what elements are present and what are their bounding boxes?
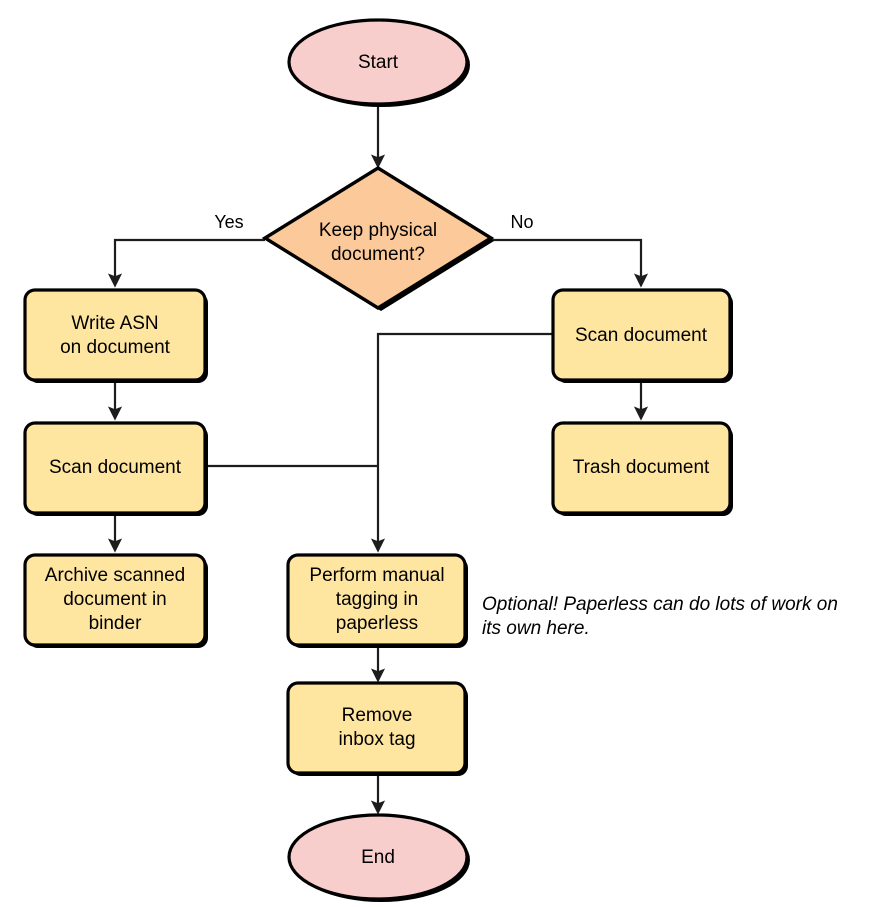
archive-label-line1: Archive scanned bbox=[45, 565, 185, 586]
scan-left-label: Scan document bbox=[49, 457, 182, 478]
annotation-line1: Optional! Paperless can do lots of work … bbox=[482, 594, 838, 615]
node-trash-document[interactable]: Trash document bbox=[551, 421, 733, 516]
scan-left-box bbox=[23, 421, 207, 515]
end-ellipse bbox=[287, 813, 469, 901]
start-label: Start bbox=[358, 52, 399, 73]
node-write-asn-on-document[interactable]: Write ASN on document bbox=[23, 288, 208, 383]
node-end[interactable]: End bbox=[287, 813, 470, 902]
remove-inbox-box bbox=[286, 681, 467, 775]
archive-label-line3: binder bbox=[89, 613, 142, 634]
node-scan-document-left[interactable]: Scan document bbox=[23, 421, 208, 516]
node-start[interactable]: Start bbox=[287, 18, 470, 107]
node-archive-scanned-document-in-binder[interactable]: Archive scanned document in binder bbox=[23, 553, 208, 648]
edge-decision-no-to-scan-right bbox=[491, 238, 649, 288]
tagging-box bbox=[286, 553, 467, 647]
write-asn-label-line2: on document bbox=[60, 337, 171, 358]
tagging-label-line1: Perform manual bbox=[309, 565, 444, 586]
archive-box bbox=[23, 553, 207, 647]
annotation-note: Optional! Paperless can do lots of work … bbox=[482, 594, 838, 639]
start-ellipse bbox=[287, 18, 469, 106]
edge-scan-right-to-tagging bbox=[370, 332, 553, 553]
remove-inbox-label-line2: inbox tag bbox=[338, 729, 415, 750]
trash-label: Trash document bbox=[573, 457, 710, 478]
annotation-line2: its own here. bbox=[482, 618, 590, 639]
end-label: End bbox=[361, 847, 395, 868]
decision-label-line1: Keep physical bbox=[319, 220, 437, 241]
node-perform-manual-tagging[interactable]: Perform manual tagging in paperless bbox=[286, 553, 468, 648]
write-asn-box bbox=[23, 288, 207, 382]
remove-inbox-label-line1: Remove bbox=[342, 705, 413, 726]
write-asn-label-line1: Write ASN bbox=[71, 313, 158, 334]
node-scan-document-right[interactable]: Scan document bbox=[551, 288, 733, 383]
trash-box bbox=[551, 421, 732, 515]
scan-right-box bbox=[551, 288, 732, 382]
tagging-label-line2: tagging in bbox=[336, 589, 418, 610]
edge-label-no: No bbox=[510, 212, 533, 232]
decision-diamond bbox=[261, 166, 495, 310]
decision-label-line2: document? bbox=[331, 244, 425, 265]
archive-label-line2: document in bbox=[63, 589, 167, 610]
scan-right-label: Scan document bbox=[575, 325, 708, 346]
node-remove-inbox-tag[interactable]: Remove inbox tag bbox=[286, 681, 468, 776]
tagging-label-line3: paperless bbox=[336, 613, 418, 634]
edge-decision-yes-to-write-asn bbox=[107, 238, 265, 288]
node-decision-keep-physical-document[interactable]: Keep physical document? bbox=[261, 166, 495, 311]
connector-layer bbox=[107, 103, 649, 815]
edge-label-yes: Yes bbox=[214, 212, 243, 232]
